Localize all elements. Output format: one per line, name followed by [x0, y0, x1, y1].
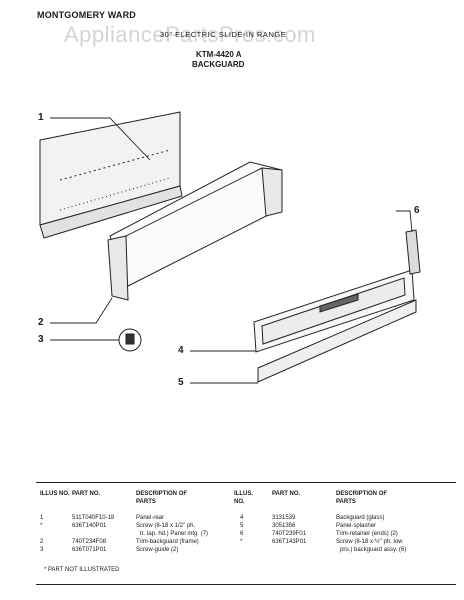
leader-2: [50, 297, 113, 324]
callout-3: 3: [38, 334, 44, 345]
left-row-desc: Screw-guide (2): [136, 547, 179, 553]
right-row-part: 636T143P01: [272, 539, 307, 545]
right-row-desc: Trim-retainer (ends) (2): [336, 531, 398, 537]
right-row-part: 740T239F01: [272, 531, 307, 537]
header-desc-2: DESCRIPTION OF PARTS: [336, 491, 388, 506]
exploded-parts-diagram: [39, 111, 421, 384]
leader-6: [396, 210, 413, 233]
right-row-desc: Panel-splasher: [336, 523, 377, 529]
right-row-part: 3131539: [272, 515, 296, 521]
header-part: PART NO.: [72, 491, 101, 497]
left-row-part: 740T234F08: [72, 539, 107, 545]
table-top-rule: [36, 482, 456, 483]
trim-retainer: [405, 229, 421, 275]
glass-badge: [319, 293, 359, 313]
left-row-illus: 1: [40, 515, 44, 521]
footnote: * PART NOT ILLUSTRATED: [44, 567, 120, 573]
table-bottom-rule: [36, 584, 456, 585]
right-row-illus: 6: [240, 531, 244, 537]
left-row-illus: 3: [40, 547, 44, 553]
document-subtitle: 30" ELECTRIC SLIDE-IN RANGE: [160, 30, 287, 39]
left-row-illus: *: [40, 523, 43, 529]
callout-1: 1: [38, 112, 44, 123]
right-row-desc: Backguard (glass): [336, 515, 385, 521]
left-row-illus: 2: [40, 539, 44, 545]
right-row-illus: 5: [240, 523, 244, 529]
callout-4: 4: [178, 345, 184, 356]
frame-side-left: [107, 235, 129, 301]
left-row-desc: Panel-rear: [136, 515, 165, 521]
watermark: AppliancePartsPros.com: [64, 22, 316, 47]
left-row-part: 511T040F10-18: [72, 515, 115, 521]
right-row-illus: *: [240, 539, 243, 545]
callout-2: 2: [38, 317, 44, 328]
header-desc: DESCRIPTION OF PARTS: [136, 491, 188, 506]
brand-name: MONTGOMERY WARD: [37, 10, 136, 20]
callout-5: 5: [178, 377, 184, 388]
left-row-desc: Screw (8-18 x 1/2" ph.: [136, 523, 196, 529]
right-row-part: 3051356: [272, 523, 296, 529]
model-number: KTM-4420 A: [196, 50, 242, 59]
backguard-glass-inner: [261, 277, 406, 345]
section-title: BACKGUARD: [192, 60, 245, 69]
callout-6: 6: [414, 205, 420, 216]
left-row-desc: Trim-backguard (frame): [136, 539, 199, 545]
left-row-part: 636T140P01: [72, 523, 107, 529]
right-row-illus: 4: [240, 515, 244, 521]
leader-1: [50, 117, 151, 161]
right-row-desc: Screw (8-18 x ½" ph. low: [336, 539, 403, 545]
rear-panel-flange: [39, 185, 183, 239]
right-row-desc: pro.) backguard assy. (6): [340, 547, 407, 553]
left-row-desc: tr. tap. hd.) Panel mtg. (7): [140, 531, 209, 537]
splasher-panel: [257, 299, 417, 383]
left-row-part: 636T071P01: [72, 547, 107, 553]
header-illus-2: ILLUS. NO.: [234, 491, 253, 506]
frame-side-right: [261, 167, 283, 217]
header-illus: ILLUS NO.: [40, 491, 70, 497]
header-part-2: PART NO.: [272, 491, 301, 497]
